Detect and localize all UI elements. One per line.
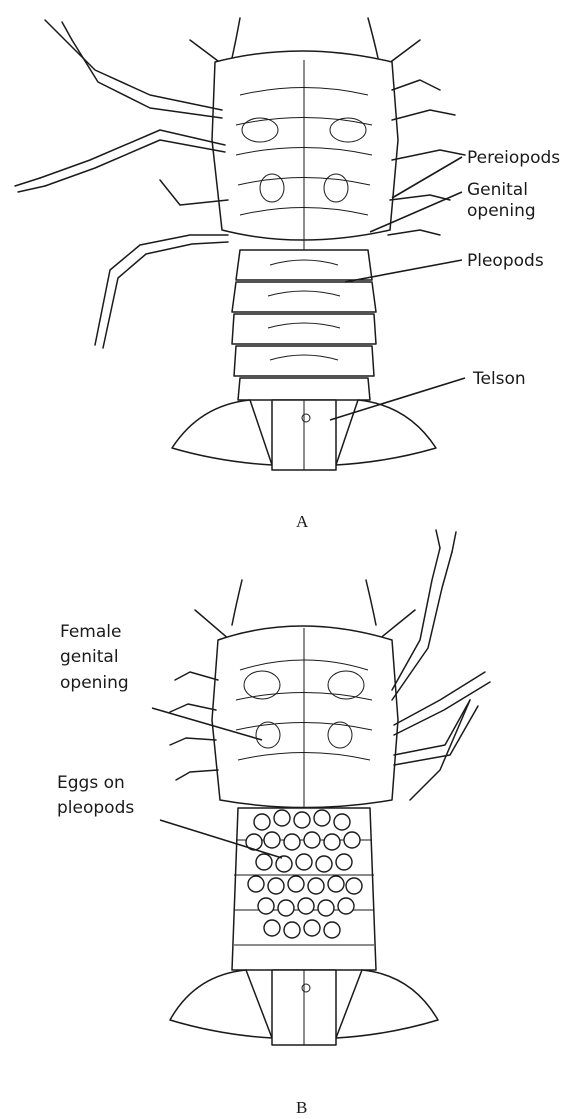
label-genital: Genital bbox=[467, 180, 528, 200]
label-genital-b: genital bbox=[60, 647, 119, 667]
leader-pereiopods bbox=[392, 157, 462, 198]
label-female: Female bbox=[60, 622, 121, 642]
label-pereiopods: Pereiopods bbox=[467, 148, 560, 168]
figure-a-lobster bbox=[15, 18, 465, 470]
caption-a: A bbox=[296, 512, 309, 531]
label-opening: opening bbox=[467, 201, 536, 221]
label-pleopods-b: pleopods bbox=[57, 798, 134, 818]
label-telson: Telson bbox=[472, 369, 526, 389]
label-pleopods: Pleopods bbox=[467, 251, 544, 271]
label-opening-b: opening bbox=[60, 673, 129, 693]
figure-b-tail bbox=[170, 970, 438, 1045]
label-eggs-on: Eggs on bbox=[57, 773, 125, 793]
caption-b: B bbox=[296, 1098, 307, 1117]
